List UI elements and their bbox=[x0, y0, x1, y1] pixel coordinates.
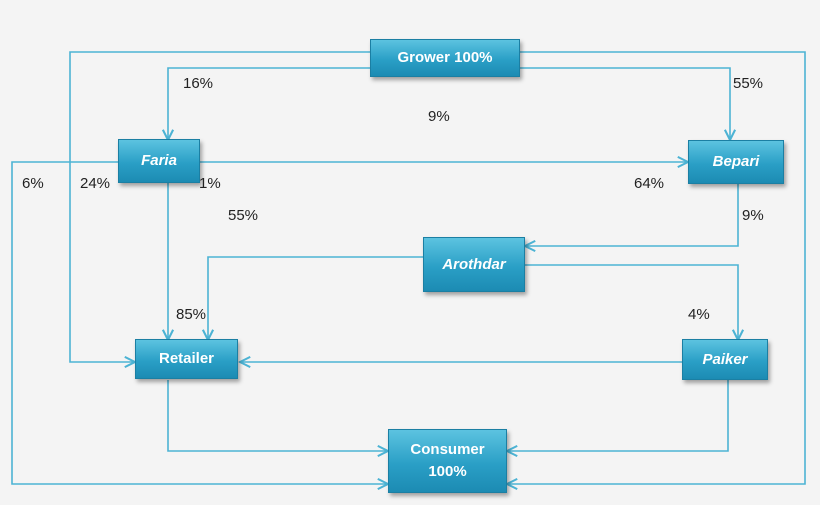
node-consumer: Consumer 100% bbox=[388, 429, 507, 493]
edge-bepari-arothdar bbox=[525, 183, 739, 246]
edge-arothdar-paiker bbox=[525, 264, 738, 340]
pct-faria-55: 55% bbox=[228, 207, 259, 224]
node-grower-label: Grower 100% bbox=[397, 49, 493, 66]
edge-grower-faria bbox=[168, 67, 370, 140]
pct-grower-bepari: 55% bbox=[733, 75, 764, 92]
pct-arothdar-paiker: 4% bbox=[688, 306, 710, 323]
edge-grower-retailer bbox=[69, 51, 370, 362]
edge-grower-consumer bbox=[507, 51, 806, 484]
edge-grower-bepari bbox=[520, 67, 730, 140]
node-bepari-label: Bepari bbox=[712, 153, 760, 170]
node-grower: Grower 100% bbox=[370, 39, 520, 77]
node-bepari: Bepari bbox=[688, 140, 784, 184]
pct-grower-center: 9% bbox=[428, 108, 450, 125]
node-arothdar: Arothdar bbox=[423, 237, 525, 292]
pct-arothdar-retailer: 85% bbox=[176, 306, 207, 323]
node-faria-label: Faria bbox=[141, 152, 177, 169]
pct-grower-faria: 16% bbox=[183, 75, 214, 92]
edge-paiker-consumer bbox=[507, 380, 729, 451]
pct-faria-consumer: 6% bbox=[22, 175, 44, 192]
node-paiker: Paiker bbox=[682, 339, 768, 380]
node-consumer-share: 100% bbox=[428, 463, 467, 480]
pct-faria-bepari: 1% bbox=[199, 175, 221, 192]
pct-faria-retailer: 24% bbox=[80, 175, 111, 192]
node-faria: Faria bbox=[118, 139, 200, 183]
node-retailer: Retailer bbox=[135, 339, 238, 379]
edge-retailer-consumer bbox=[167, 380, 388, 451]
node-paiker-label: Paiker bbox=[702, 350, 748, 368]
node-consumer-label: Consumer bbox=[410, 441, 485, 458]
edge-arothdar-retailer bbox=[208, 256, 423, 340]
pct-bepari-arothdar: 9% bbox=[742, 207, 764, 224]
node-arothdar-label: Arothdar bbox=[442, 255, 506, 273]
pct-bepari-64: 64% bbox=[634, 175, 665, 192]
edge-faria-consumer bbox=[11, 161, 388, 484]
node-retailer-label: Retailer bbox=[158, 350, 215, 367]
